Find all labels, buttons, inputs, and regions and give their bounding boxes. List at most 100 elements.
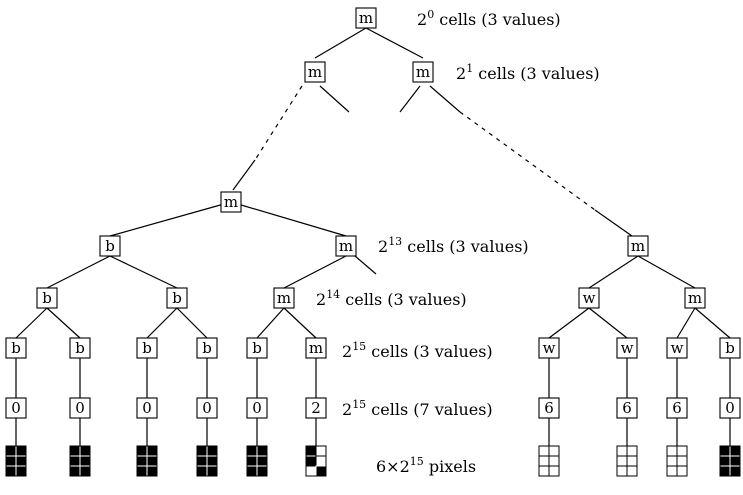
- pixel: [676, 455, 688, 467]
- node-level15-4: b: [246, 337, 268, 359]
- node-level15-9: b: [719, 337, 741, 359]
- node-level15-5-box: [305, 337, 327, 359]
- node-values-2-label: 0: [142, 399, 152, 417]
- node-level13-label: m: [224, 193, 238, 211]
- node-level14-3-box: [578, 287, 600, 309]
- node-level1-left-box: [304, 61, 326, 83]
- pixel: [616, 445, 628, 457]
- node-level15-6-label: w: [543, 339, 556, 357]
- pixel: [246, 445, 258, 457]
- pixel-block-outline: [719, 445, 741, 477]
- pixel: [15, 445, 27, 457]
- node-level1-left-label: m: [308, 63, 322, 81]
- node-root-box: [355, 7, 377, 29]
- node-level14-4-box: [684, 287, 706, 309]
- pixel: [69, 445, 81, 457]
- node-values-7-box: [616, 397, 638, 419]
- node-level14-1-label: b: [172, 289, 182, 307]
- node-values-4-box: [246, 397, 268, 419]
- pixel: [626, 445, 638, 457]
- pixel-block-outline: [5, 445, 27, 477]
- node-values-8-label: 6: [672, 399, 682, 417]
- node-level14-2-label: m: [277, 289, 291, 307]
- node-level14-4: m: [684, 287, 706, 309]
- pixel: [538, 455, 550, 467]
- node-level15-5: m: [305, 337, 327, 359]
- pixel-block-5: [305, 445, 327, 477]
- node-values-5-box: [305, 397, 327, 419]
- pixel: [246, 465, 258, 477]
- node-level15-6: w: [538, 337, 560, 359]
- pixel: [315, 455, 327, 467]
- node-values-0-box: [5, 397, 27, 419]
- level-label-2: 213 cells (3 values): [378, 235, 529, 256]
- pixel-block-7: [616, 445, 638, 477]
- pixel: [79, 465, 91, 477]
- pixel: [719, 455, 731, 467]
- pixel-block-outline: [305, 445, 327, 477]
- node-values-1-box: [69, 397, 91, 419]
- node-level13-child-0-label: b: [105, 237, 115, 255]
- pixel: [15, 455, 27, 467]
- pixel: [729, 465, 741, 477]
- node-level15-3-label: b: [202, 339, 212, 357]
- node-values-5-label: 2: [311, 399, 321, 417]
- node-level14-2: m: [273, 287, 295, 309]
- node-values-8-box: [666, 397, 688, 419]
- node-level14-3-label: w: [583, 289, 596, 307]
- node-level15-5-label: m: [309, 339, 323, 357]
- node-level14-0: b: [36, 287, 58, 309]
- level-label-6: 6×215 pixels: [376, 455, 476, 476]
- node-level14-0-box: [36, 287, 58, 309]
- node-level14-4-label: m: [688, 289, 702, 307]
- node-right-branch: m: [627, 235, 649, 257]
- pixel: [196, 465, 208, 477]
- node-level15-3: b: [196, 337, 218, 359]
- pixel: [69, 455, 81, 467]
- node-values-3: 0: [196, 397, 218, 419]
- pixel: [315, 465, 327, 477]
- pixel: [146, 445, 158, 457]
- node-level15-1: b: [69, 337, 91, 359]
- node-values-9: 0: [719, 397, 741, 419]
- pixel: [206, 445, 218, 457]
- node-level14-0-label: b: [42, 289, 52, 307]
- pixel: [548, 455, 560, 467]
- pixel: [626, 465, 638, 477]
- pixel: [136, 465, 148, 477]
- node-level1-right: m: [412, 61, 434, 83]
- pixel-block-2: [136, 445, 158, 477]
- node-level14-3: w: [578, 287, 600, 309]
- node-level15-7: w: [616, 337, 638, 359]
- pixel: [5, 445, 17, 457]
- pixel: [729, 445, 741, 457]
- pixel: [719, 445, 731, 457]
- node-values-2: 0: [136, 397, 158, 419]
- pixel: [538, 445, 550, 457]
- pixel: [69, 465, 81, 477]
- pixel: [79, 455, 91, 467]
- node-level15-7-label: w: [621, 339, 634, 357]
- pixel: [246, 455, 258, 467]
- node-level15-7-box: [616, 337, 638, 359]
- node-values-0-label: 0: [11, 399, 21, 417]
- pixel-block-outline: [69, 445, 91, 477]
- pixel: [136, 445, 148, 457]
- node-values-6-box: [538, 397, 560, 419]
- pixel: [206, 455, 218, 467]
- node-right-branch-box: [627, 235, 649, 257]
- node-level1-left: m: [304, 61, 326, 83]
- level-label-3: 214 cells (3 values): [316, 288, 467, 309]
- pixel: [676, 445, 688, 457]
- tree-edges: [15, 27, 731, 446]
- pixel-block-9: [719, 445, 741, 477]
- pixel-block-outline: [136, 445, 158, 477]
- node-level13-child-0: b: [99, 235, 121, 257]
- node-level15-9-label: b: [725, 339, 735, 357]
- node-values-9-box: [719, 397, 741, 419]
- pixel: [315, 445, 327, 457]
- pixel: [666, 455, 678, 467]
- node-root-label: m: [359, 9, 373, 27]
- pixel-block-outline: [246, 445, 268, 477]
- pixel: [146, 465, 158, 477]
